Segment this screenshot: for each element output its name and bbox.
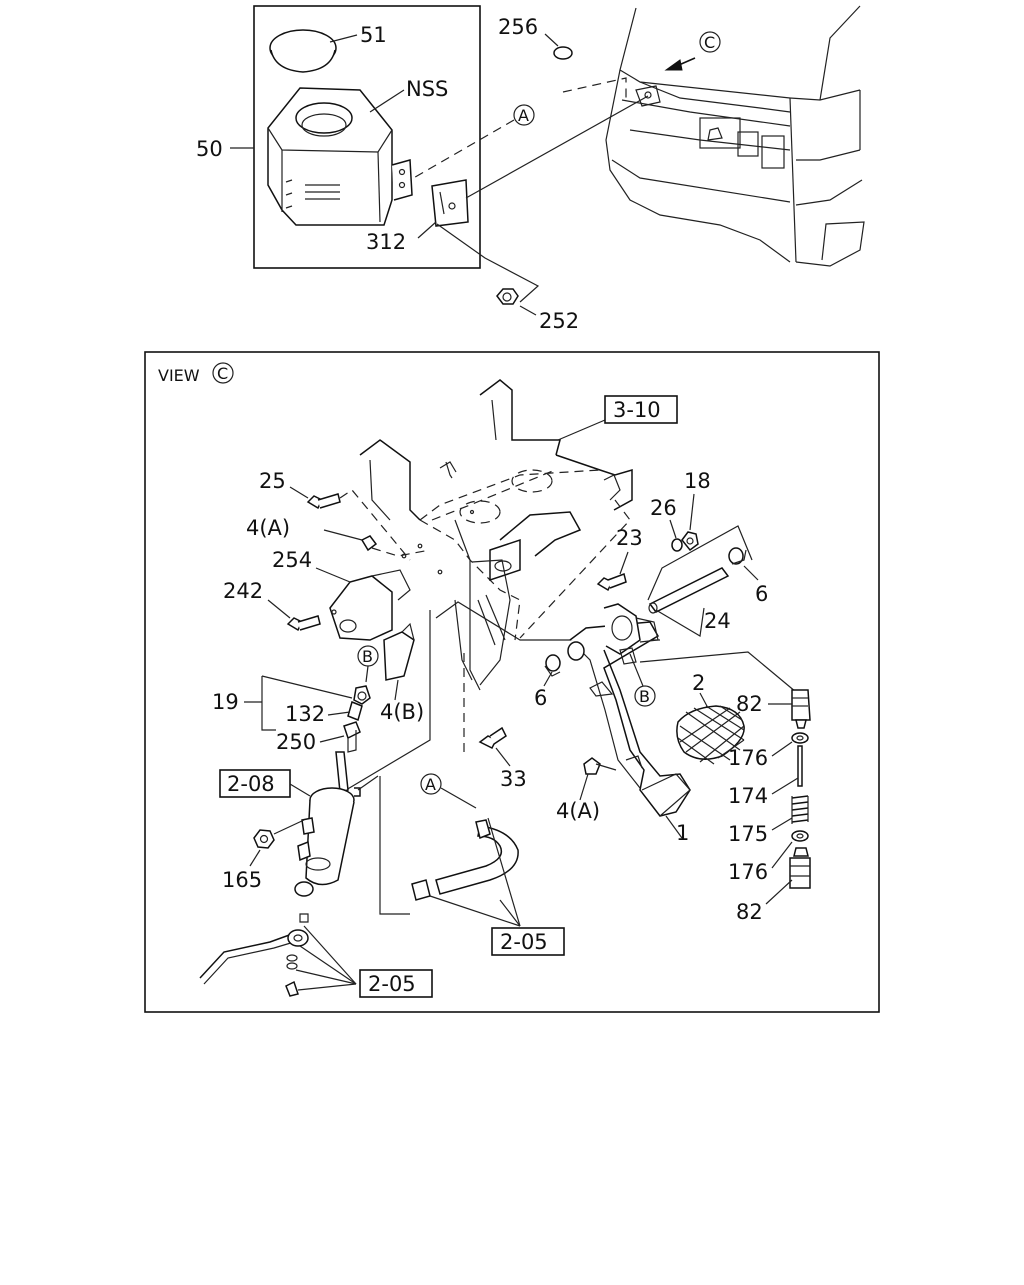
label-25: 25 — [259, 469, 286, 493]
clutch-hose — [357, 775, 519, 915]
svg-text:C: C — [704, 33, 715, 52]
label-165: 165 — [222, 868, 262, 892]
label-24: 24 — [704, 609, 731, 633]
reservoir-inset-box — [253, 5, 481, 269]
label-252: 252 — [539, 309, 579, 333]
label-4a-lower: 4(A) — [556, 799, 600, 823]
washer-176-upper — [791, 732, 809, 744]
locknut-250 — [343, 721, 361, 753]
label-174: 174 — [728, 784, 768, 808]
reservoir-assembly: 51 NSS 50 312 — [196, 5, 865, 333]
label-132: 132 — [285, 702, 325, 726]
label-82-lower: 82 — [736, 900, 763, 924]
svg-text:B: B — [639, 687, 650, 706]
bracket-254 — [329, 569, 411, 641]
label-4b: 4(B) — [380, 700, 424, 724]
bolt-4a-upper — [360, 535, 378, 552]
label-1: 1 — [676, 821, 689, 845]
label-19: 19 — [212, 690, 239, 714]
label-175: 175 — [728, 822, 768, 846]
label-4a-upper: 4(A) — [246, 516, 290, 540]
label-254: 254 — [272, 548, 312, 572]
clutch-pipe — [199, 913, 309, 997]
label-256: 256 — [498, 15, 538, 39]
label-6-lower: 6 — [534, 686, 547, 710]
ref-2-05-mid — [491, 927, 565, 956]
callout-b-right — [634, 685, 656, 707]
plug-256 — [553, 46, 573, 60]
cab-front — [605, 5, 865, 267]
view-c-title: VIEW C — [158, 362, 234, 385]
label-33: 33 — [500, 767, 527, 791]
label-2: 2 — [692, 671, 705, 695]
label-50: 50 — [196, 137, 223, 161]
label-2-05-low: 2-05 — [368, 972, 416, 996]
ref-2-05-low — [359, 969, 433, 998]
callout-c-top — [699, 31, 721, 53]
shaft-24 — [648, 547, 747, 614]
switch-82-lower — [789, 847, 811, 889]
label-2-05-mid: 2-05 — [500, 930, 548, 954]
label-242: 242 — [223, 579, 263, 603]
callout-a-hose — [420, 773, 442, 795]
pedal-bracket — [359, 379, 633, 691]
clip-4b — [383, 622, 415, 681]
label-nss: NSS — [406, 77, 448, 101]
bolt-33 — [478, 726, 507, 750]
nut-165 — [253, 829, 275, 849]
nut-252 — [496, 288, 519, 305]
bracket-312 — [431, 179, 469, 227]
svg-text:A: A — [425, 775, 436, 794]
label-51: 51 — [360, 23, 387, 47]
clevis-132 — [347, 685, 371, 722]
ref-2-08 — [219, 769, 291, 798]
label-82-upper: 82 — [736, 692, 763, 716]
bolt-242 — [286, 615, 321, 632]
reservoir-body — [267, 87, 413, 226]
view-c-frame — [144, 351, 880, 1013]
bushing-6-lower — [544, 654, 561, 677]
svg-text:VIEW: VIEW — [158, 366, 200, 385]
clutch-pedal — [567, 603, 691, 817]
label-176-upper: 176 — [728, 746, 768, 770]
svg-text:B: B — [362, 647, 373, 666]
label-23: 23 — [616, 526, 643, 550]
label-18: 18 — [684, 469, 711, 493]
bolt-4a-lower — [583, 757, 617, 775]
ref-3-10 — [604, 395, 678, 424]
clutch-master-cylinder — [294, 751, 361, 897]
label-3-10: 3-10 — [613, 398, 661, 422]
nut-18 — [681, 531, 699, 552]
washer-26 — [671, 538, 683, 552]
label-312: 312 — [366, 230, 406, 254]
label-6-upper: 6 — [755, 582, 768, 606]
bolt-25 — [306, 493, 341, 510]
switch-82-upper — [791, 689, 811, 729]
washer-176-lower — [791, 830, 809, 842]
bolt-23 — [596, 573, 627, 592]
label-176-lower: 176 — [728, 860, 768, 884]
pedal-pad — [676, 705, 745, 765]
callout-a-top — [513, 104, 535, 126]
reservoir-cap — [269, 29, 337, 73]
spring-175 — [791, 795, 809, 824]
label-250: 250 — [276, 730, 316, 754]
svg-text:A: A — [518, 106, 529, 125]
svg-text:C: C — [217, 364, 228, 383]
label-26: 26 — [650, 496, 677, 520]
label-2-08: 2-08 — [227, 772, 275, 796]
rod-174 — [797, 745, 803, 787]
